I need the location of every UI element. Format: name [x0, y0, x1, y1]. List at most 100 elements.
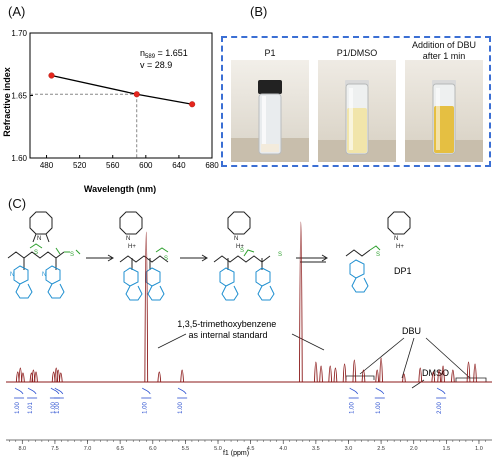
x-tick-label: 600 — [139, 161, 153, 170]
molecule-dp1: N H+ S — [345, 211, 411, 293]
spectrum-peak — [299, 221, 303, 383]
spectrum-peak — [333, 367, 338, 383]
series-line — [51, 74, 193, 105]
photo-caption-2: P1/DMSO — [336, 48, 378, 58]
spectrum-peak — [375, 369, 380, 383]
svg-text:N: N — [394, 236, 398, 242]
nmr-tick-label: 2.5 — [377, 446, 385, 452]
x-tick-label: 480 — [40, 161, 54, 170]
vial-photo-p1-dmso — [318, 60, 396, 162]
svg-text:N: N — [10, 272, 14, 278]
spectrum-peak — [319, 365, 323, 383]
integral-curve — [436, 387, 446, 395]
y-tick-label: 1.70 — [11, 29, 27, 38]
vial-photo-dbu — [405, 60, 483, 162]
panel-label-b: (B) — [250, 4, 268, 19]
integral-curve — [349, 387, 359, 395]
integral-value: 1.00 — [51, 402, 57, 414]
integral-value: 1.00 — [55, 402, 61, 414]
annotation-n: n589 = 1.651 — [140, 48, 188, 60]
spectrum-peak — [431, 371, 436, 383]
annotation-n-subscript: 589 — [145, 54, 156, 60]
data-point — [189, 101, 196, 108]
spectrum-peak — [473, 363, 477, 383]
integral-curve — [177, 387, 187, 395]
svg-text:H+: H+ — [396, 244, 404, 250]
vial-p1-dmso-image — [318, 60, 396, 162]
dbu-bracket-3 — [455, 377, 487, 382]
dbu-pointer-2 — [401, 337, 415, 379]
annotation-n-main: n — [140, 48, 145, 58]
vial-dbu-image — [405, 60, 483, 162]
vial-cap — [258, 80, 282, 94]
x-tick-label: 680 — [205, 161, 219, 170]
svg-text:N: N — [37, 236, 41, 242]
dbu-pointer-1 — [359, 337, 405, 375]
panel-label-a: (A) — [8, 4, 26, 19]
y-axis-label: Refractive index — [2, 67, 12, 137]
molecule-intermediate-2: N H+ S S — [213, 211, 282, 301]
nmr-tick-label: 6.5 — [116, 446, 124, 452]
spectrum-peak — [379, 357, 383, 383]
integral-curve — [14, 387, 24, 395]
spectrum-peak — [34, 371, 38, 383]
svg-text:H+: H+ — [128, 244, 136, 250]
annotation-n-value: = 1.651 — [155, 48, 188, 58]
nmr-tick-label: 4.0 — [279, 446, 287, 452]
nmr-tick-label: 2.0 — [410, 446, 418, 452]
nmr-tick-label: 3.0 — [345, 446, 353, 452]
nmr-panel: N S S N N N H+ S N — [6, 211, 492, 457]
nmr-tick-label: 7.5 — [51, 446, 59, 452]
nmr-tick-label: 3.5 — [312, 446, 320, 452]
molecule-label-dp1: DP1 — [394, 266, 412, 276]
nmr-tick-label: 1.0 — [475, 446, 483, 452]
integral-curve — [141, 387, 151, 395]
nmr-spectrum — [6, 221, 492, 383]
nmr-tick-label: 7.0 — [84, 446, 92, 452]
nmr-tick-label: 5.5 — [182, 446, 190, 452]
spectrum-peak — [437, 369, 442, 383]
svg-text:S: S — [278, 252, 282, 258]
peak-label-dmso: DMSO — [422, 368, 449, 378]
molecule-p1-dbu: N S S N N — [7, 211, 81, 299]
y-tick-label: 1.60 — [11, 154, 27, 163]
integral-curve — [50, 387, 60, 395]
x-tick-label: 560 — [106, 161, 120, 170]
integral-value: 1.00 — [376, 402, 382, 414]
spectrum-peak — [157, 371, 162, 383]
svg-text:N: N — [234, 236, 238, 242]
nmr-tick-label: 5.0 — [214, 446, 222, 452]
nmr-tick-label: 8.0 — [18, 446, 26, 452]
integral-curve — [375, 387, 385, 395]
dmso-pointer — [411, 379, 425, 389]
spectrum-peak — [144, 231, 149, 383]
peak-label-dbu: DBU — [402, 326, 421, 336]
svg-text:S: S — [164, 256, 168, 262]
integral-value: 1.00 — [15, 402, 21, 414]
nmr-x-axis-label: f1 (ppm) — [223, 450, 249, 457]
integral-value: 2.00 — [437, 402, 443, 414]
spectrum-peak — [451, 369, 455, 383]
vial-photos-box: P1 P1/DMSO Addition of DBU after 1 min — [221, 36, 491, 167]
svg-text:S: S — [34, 250, 38, 256]
svg-text:H+: H+ — [236, 244, 244, 250]
integral-value: 1.01 — [28, 402, 34, 414]
photo-caption-1: P1 — [264, 48, 276, 58]
x-axis-label: Wavelength (nm) — [84, 184, 156, 194]
integral-value: 1.00 — [142, 402, 148, 414]
integral-curve — [54, 387, 64, 395]
data-point — [48, 72, 55, 79]
x-tick-label: 640 — [172, 161, 186, 170]
spectrum-peak — [418, 367, 423, 383]
svg-text:S: S — [70, 252, 74, 258]
svg-text:S: S — [376, 252, 380, 258]
svg-text:S: S — [240, 248, 244, 254]
spectrum-peak — [441, 365, 445, 383]
integral-value: 1.00 — [178, 402, 184, 414]
standard-pointer-right — [291, 333, 325, 351]
svg-text:N: N — [42, 272, 46, 278]
spectrum-peak — [466, 361, 471, 383]
